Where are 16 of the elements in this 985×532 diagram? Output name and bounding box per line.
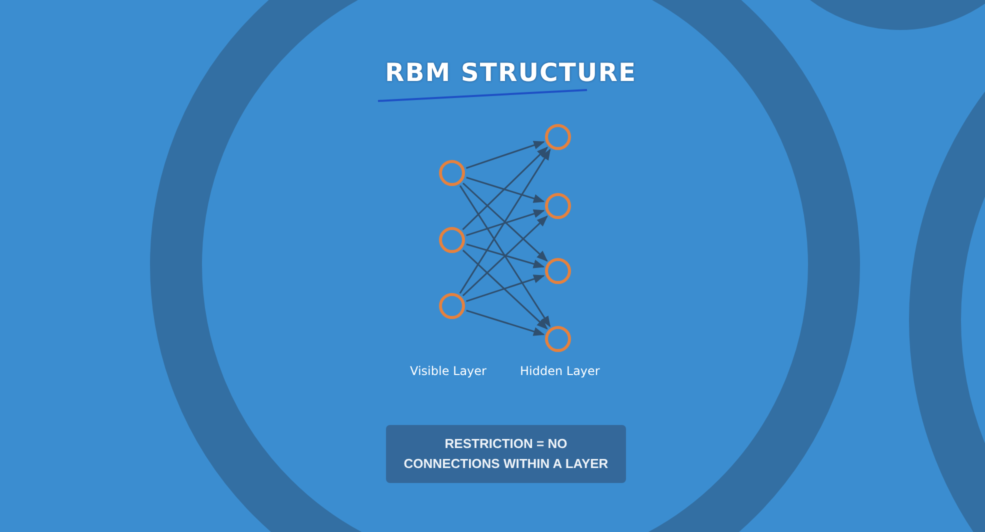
title: RBM STRUCTURE xyxy=(385,58,637,87)
layer-label: Hidden Layer xyxy=(520,364,600,378)
arrow xyxy=(462,250,548,330)
arrow xyxy=(466,243,545,268)
arrow xyxy=(466,310,545,336)
arrow xyxy=(466,176,545,203)
layer-label: Visible Layer xyxy=(410,364,486,378)
arrow xyxy=(466,209,545,236)
arrow xyxy=(466,140,545,169)
arrow xyxy=(459,148,551,294)
arrow xyxy=(462,146,548,230)
arrow xyxy=(466,274,545,302)
arrow xyxy=(459,185,551,328)
arrow xyxy=(462,182,548,262)
note-panel: RESTRICTION = NO CONNECTIONS WITHIN A LAYER xyxy=(386,425,626,483)
arrow xyxy=(462,216,548,296)
